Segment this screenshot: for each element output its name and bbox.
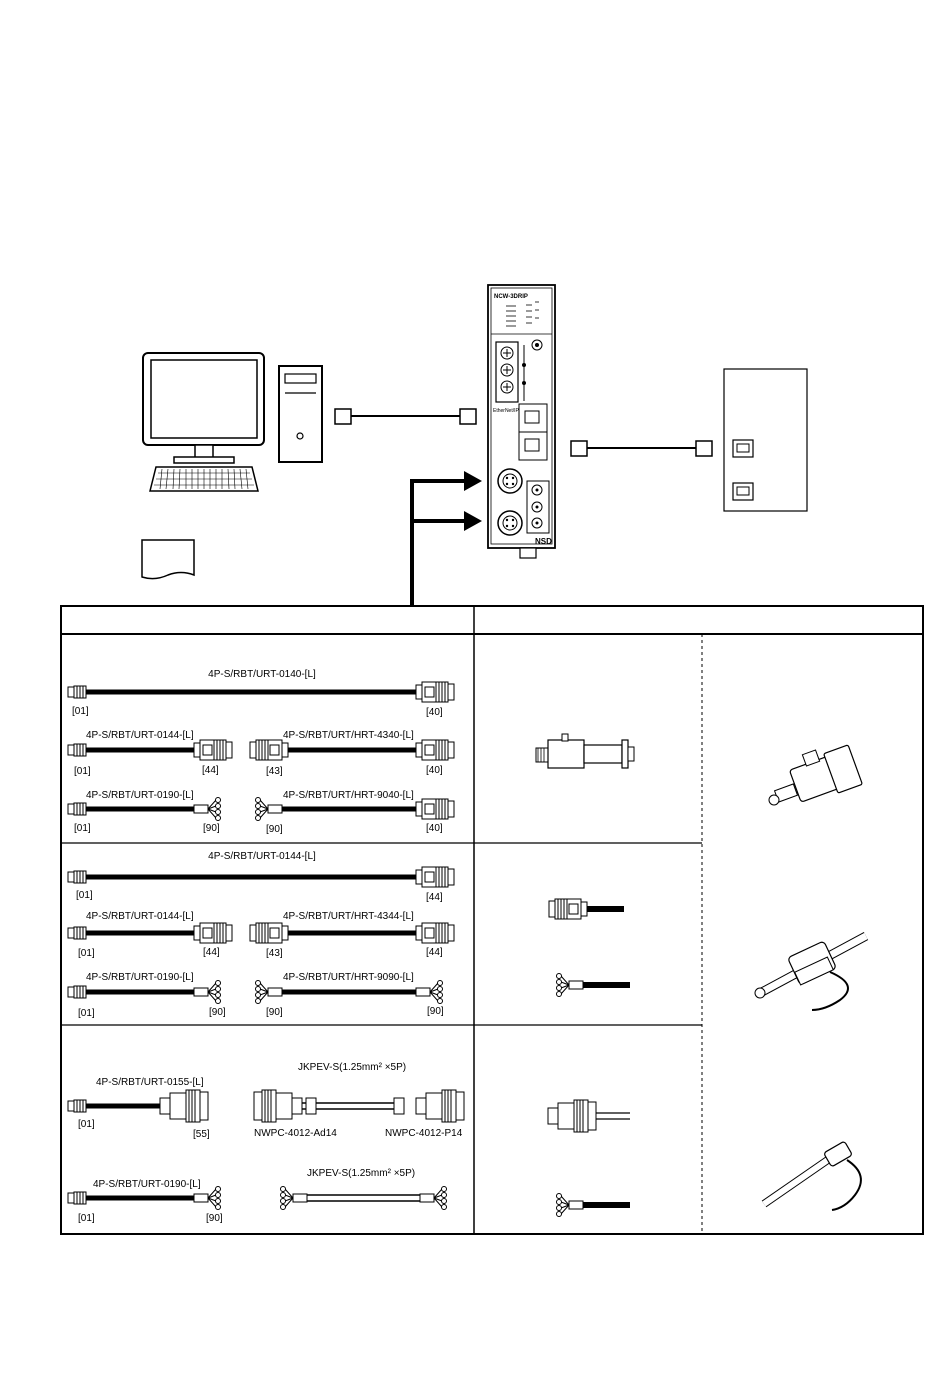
plc-link-line xyxy=(570,440,713,457)
unit-ethernet-label: EtherNet/IP xyxy=(493,408,520,414)
connector-tag: [40] xyxy=(426,765,443,776)
pc-icon xyxy=(142,352,323,492)
rod-sensor-device xyxy=(754,932,869,1011)
cable-label: 4P-S/RBT/URT/HRT-4344-[L] xyxy=(283,911,414,922)
connector-tag: [01] xyxy=(78,1213,95,1224)
cable-label: 4P-S/RBT/URT-0144-[L] xyxy=(208,851,316,862)
cable-table xyxy=(60,605,924,1235)
document-icon xyxy=(141,539,195,580)
cable-label: 4P-S/RBT/URT-0144-[L] xyxy=(86,911,194,922)
cable-label: 4P-S/RBT/URT-0144-[L] xyxy=(86,730,194,741)
cable-label: 4P-S/RBT/URT-0190-[L] xyxy=(93,1179,201,1190)
cable-label: 4P-S/RBT/URT-0190-[L] xyxy=(86,790,194,801)
cable-label: 4P-S/RBT/URT-0155-[L] xyxy=(96,1077,204,1088)
cable-label: JKPEV-S(1.25mm² ×5P) xyxy=(298,1062,406,1073)
cable-label: JKPEV-S(1.25mm² ×5P) xyxy=(307,1168,415,1179)
connector-tag: [40] xyxy=(426,707,443,718)
connector-tag: [90] xyxy=(203,823,220,834)
connector-tag: [01] xyxy=(78,1008,95,1019)
connector-tag: [01] xyxy=(78,948,95,959)
connector-tag: NWPC-4012-Ad14 xyxy=(254,1128,337,1139)
plc-module xyxy=(723,368,808,512)
connector-tag: [44] xyxy=(203,947,220,958)
connector-tag: [01] xyxy=(76,890,93,901)
probe-sensor-device xyxy=(761,1141,862,1211)
cable-label: 4P-S/RBT/URT-0190-[L] xyxy=(86,972,194,983)
connector-tag: [43] xyxy=(266,766,283,777)
sensor-flying-lead-icon xyxy=(556,973,630,997)
sensor-connector-icon xyxy=(548,898,624,920)
connector-tag: [44] xyxy=(426,947,443,958)
connector-tag: [01] xyxy=(78,1119,95,1130)
cable-label: 4P-S/RBT/URT-0140-[L] xyxy=(208,669,316,680)
unit-sensor-port-1 xyxy=(497,468,523,494)
connector-tag: [01] xyxy=(72,706,89,717)
connector-tag: [90] xyxy=(209,1007,226,1018)
connector-tag: [44] xyxy=(202,765,219,776)
cable-label: 4P-S/RBT/URT/HRT-9090-[L] xyxy=(283,972,414,983)
connector-tag: [01] xyxy=(74,766,91,777)
cable-row-1: 4P-S/RBT/URT-0140-[L] [01] [40] 4P-S/RBT… xyxy=(67,669,635,835)
cable-label: 4P-S/RBT/URT/HRT-9040-[L] xyxy=(283,790,414,801)
pc-link-line xyxy=(334,408,477,425)
connector-tag: NWPC-4012-P14 xyxy=(385,1128,463,1139)
connector-tag: [01] xyxy=(74,823,91,834)
unit-brand-logo: NSD xyxy=(535,537,552,546)
controller-unit: NCW-3DRIP EtherNet/IP xyxy=(487,284,556,559)
connector-tag: [90] xyxy=(427,1006,444,1017)
sensor-probe-icon xyxy=(535,733,635,769)
connector-tag: [90] xyxy=(266,824,283,835)
sensor-connector-icon xyxy=(547,1099,630,1133)
connector-tag: [55] xyxy=(193,1129,210,1140)
unit-sensor-port-2 xyxy=(497,510,523,536)
cable-row-3: JKPEV-S(1.25mm² ×5P) 4P-S/RBT/URT-0155-[… xyxy=(67,1062,630,1224)
connector-tag: [90] xyxy=(206,1213,223,1224)
unit-model-label: NCW-3DRIP xyxy=(494,294,528,300)
connector-tag: [43] xyxy=(266,948,283,959)
cylinder-sensor-device xyxy=(768,744,863,806)
cable-label: 4P-S/RBT/URT/HRT-4340-[L] xyxy=(283,730,414,741)
cable-row-2: 4P-S/RBT/URT-0144-[L] [01] [44] 4P-S/RBT… xyxy=(67,851,630,1019)
connector-tag: [90] xyxy=(266,1007,283,1018)
sensor-flying-lead-icon xyxy=(556,1193,630,1217)
connector-tag: [40] xyxy=(426,823,443,834)
sensor-feed-arrows xyxy=(410,471,482,606)
connector-tag: [44] xyxy=(426,892,443,903)
